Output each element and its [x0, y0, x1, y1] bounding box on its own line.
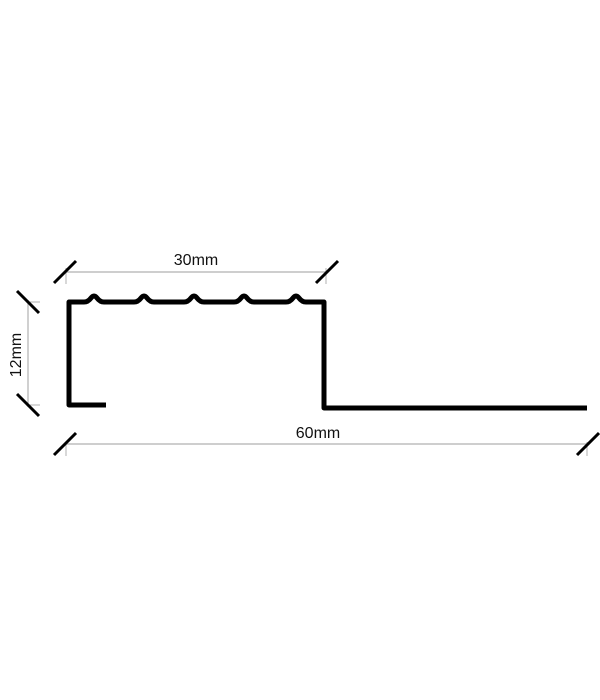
dimension-label-total-width: 60mm: [296, 425, 340, 442]
profile-outline: [66, 293, 587, 411]
tick-mark-top-right: [314, 259, 340, 285]
dimension-label-height: 12mm: [8, 333, 25, 377]
dimension-height: 12mm: [8, 289, 41, 418]
tick-mark-left-top: [15, 289, 41, 315]
tick-mark-bottom-left: [52, 431, 78, 457]
dimension-label-top-width: 30mm: [174, 252, 218, 269]
tick-mark-top-left: [52, 259, 78, 285]
dimension-total-width: 60mm: [52, 425, 600, 457]
tick-mark-bottom-right: [575, 431, 600, 457]
tick-mark-left-bottom: [15, 392, 41, 418]
dimension-top-width: 30mm: [52, 252, 340, 285]
